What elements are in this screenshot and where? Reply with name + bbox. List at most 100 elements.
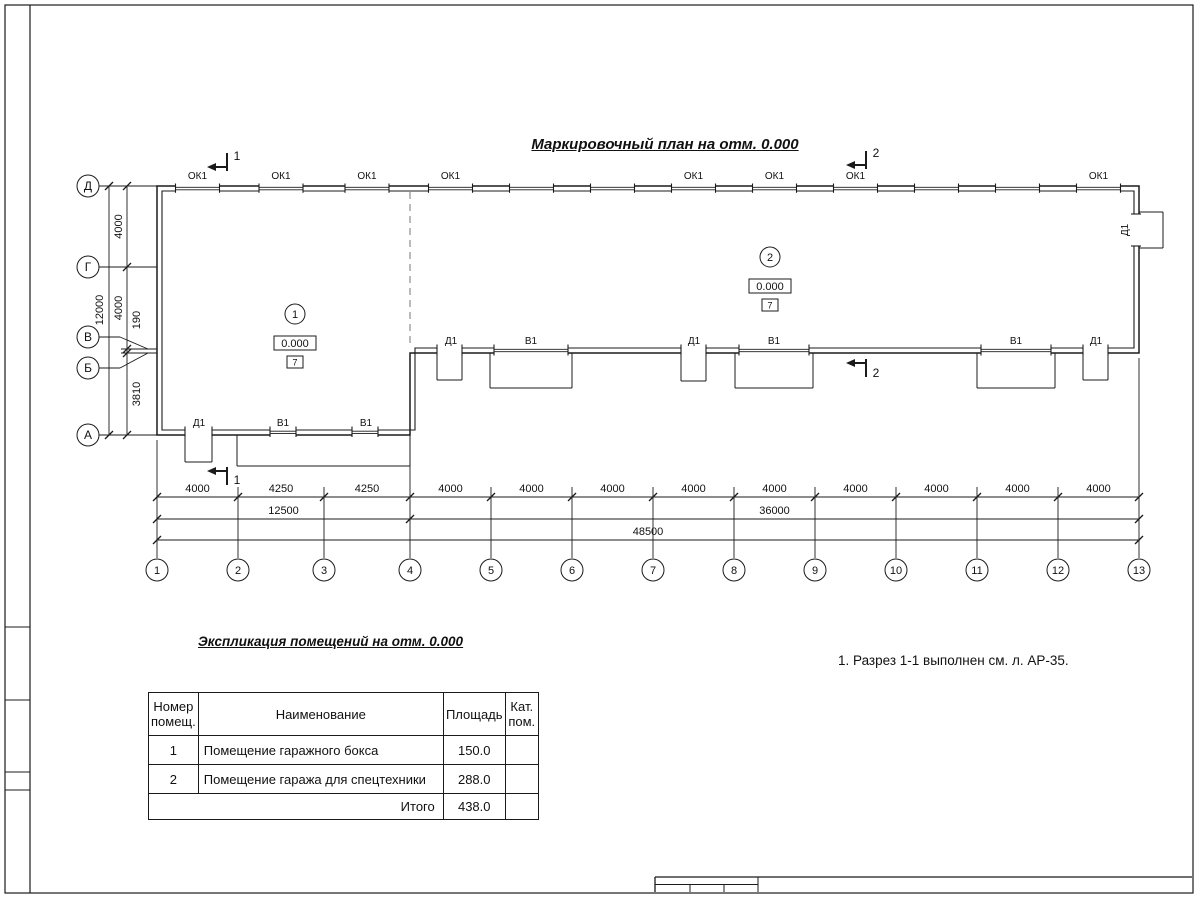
elevation-box [748, 278, 792, 294]
dim-value: 4000 [924, 483, 948, 495]
axis-number: 11 [971, 565, 982, 577]
section-mark-label: 2 [873, 146, 880, 160]
section-mark-label: 1 [234, 149, 241, 163]
axis-bubble [76, 255, 100, 279]
section-mark-label: 1 [234, 473, 241, 487]
dim-value: 4000 [1005, 483, 1029, 495]
room-name: Помещение гаражного бокса [197, 735, 444, 765]
axis-letter: В [84, 330, 92, 344]
dim-value: 4000 [438, 483, 462, 495]
axis-number: 9 [812, 565, 818, 577]
axis-bubble [76, 325, 100, 349]
axis-bubble [398, 558, 422, 582]
room-area: 150.0 [442, 735, 506, 765]
axis-bubble [641, 558, 665, 582]
elevation-value: 0.000 [756, 281, 784, 293]
door-label: Д1 [1090, 336, 1103, 347]
dim-value: 3810 [131, 382, 143, 406]
floor-type-box [761, 298, 779, 312]
col-name: Наименование [197, 692, 444, 736]
total-row: Итого 438.0 [148, 793, 539, 820]
total-area: 438.0 [442, 793, 506, 820]
left-dimensions: 4000 4000 190 3810 12000 [94, 181, 143, 440]
dim-value: 4000 [843, 483, 867, 495]
room-name: Помещение гаража для спецтехники [197, 764, 444, 794]
dim-value: 4000 [681, 483, 705, 495]
axis-bubble [722, 558, 746, 582]
axis-bubble [226, 558, 250, 582]
axis-bubble [76, 423, 100, 447]
window-label: ОК1 [188, 171, 208, 182]
window-label: ОК1 [846, 171, 866, 182]
floor-type: 7 [292, 358, 297, 368]
room-number: 1 [148, 735, 199, 765]
dim-value: 4250 [355, 483, 379, 495]
window-label: ОК1 [357, 171, 377, 182]
sheet-frame [4, 4, 1194, 894]
table-header-row: Номер помещ. Наименование Площадь Кат. п… [148, 692, 539, 736]
table-row: 1 Помещение гаражного бокса 150.0 [148, 735, 539, 765]
room-area: 288.0 [442, 764, 506, 794]
room-number: 1 [292, 309, 298, 321]
dim-value: 190 [131, 311, 143, 329]
section-arrow [207, 163, 216, 171]
axis-bubble [884, 558, 908, 582]
window-label: В1 [360, 418, 373, 429]
window-label: ОК1 [765, 171, 785, 182]
axis-bubble [312, 558, 336, 582]
dim-total: 48500 [633, 526, 664, 538]
dim-total: 12000 [94, 295, 106, 326]
window-label: ОК1 [441, 171, 461, 182]
axis-letter: А [84, 428, 92, 442]
axis-number: 6 [569, 565, 575, 577]
dim-value: 4000 [1086, 483, 1110, 495]
elevation-box [273, 335, 317, 351]
room-category [504, 764, 539, 794]
dim-value: 4000 [762, 483, 786, 495]
drawing-title: Маркировочный план на отм. 0.000 [531, 136, 799, 153]
floor-type: 7 [767, 301, 772, 311]
door-label: Д1 [445, 336, 458, 347]
dim-value: 36000 [759, 505, 790, 517]
axis-number: 5 [488, 565, 494, 577]
axis-bubble [560, 558, 584, 582]
right-wall-door: Д1 [1120, 211, 1164, 249]
section-arrow [846, 359, 855, 367]
dim-value: 12500 [268, 505, 299, 517]
wall-outline-inner [161, 190, 1135, 431]
axis-bubble [145, 558, 169, 582]
section-arrow [207, 467, 216, 475]
axis-bubble [965, 558, 989, 582]
col-room-number: Номер помещ. [148, 692, 199, 736]
col-category: Кат. пом. [504, 692, 539, 736]
window-label: В1 [525, 336, 538, 347]
dim-value: 4000 [185, 483, 209, 495]
axis-letter: Д [84, 179, 92, 193]
window-label: ОК1 [1089, 171, 1109, 182]
dim-value: 4000 [113, 214, 125, 238]
axis-bubble [803, 558, 827, 582]
axis-number: 1 [154, 565, 160, 577]
col-area: Площадь [442, 692, 506, 736]
dim-value: 4000 [113, 296, 125, 320]
room-number-bubble [284, 303, 306, 325]
room-number: 2 [148, 764, 199, 794]
window-label: ОК1 [684, 171, 704, 182]
window-label: В1 [1010, 336, 1023, 347]
room-number-bubble [759, 246, 781, 268]
axis-number: 8 [731, 565, 737, 577]
table-row: 2 Помещение гаража для спецтехники 288.0 [148, 764, 539, 794]
explication-heading: Экспликация помещений на отм. 0.000 [198, 634, 464, 649]
door-label: Д1 [193, 418, 206, 429]
dim-value: 4000 [519, 483, 543, 495]
axis-bubble [479, 558, 503, 582]
axis-number: 3 [321, 565, 327, 577]
section-arrow [846, 161, 855, 169]
axis-number: 12 [1052, 565, 1064, 577]
window-label: В1 [277, 418, 290, 429]
axis-bubble [1046, 558, 1070, 582]
bottom-left-wall-features: Д1 В1 В1 [184, 418, 411, 467]
axis-letter: Г [85, 260, 92, 274]
